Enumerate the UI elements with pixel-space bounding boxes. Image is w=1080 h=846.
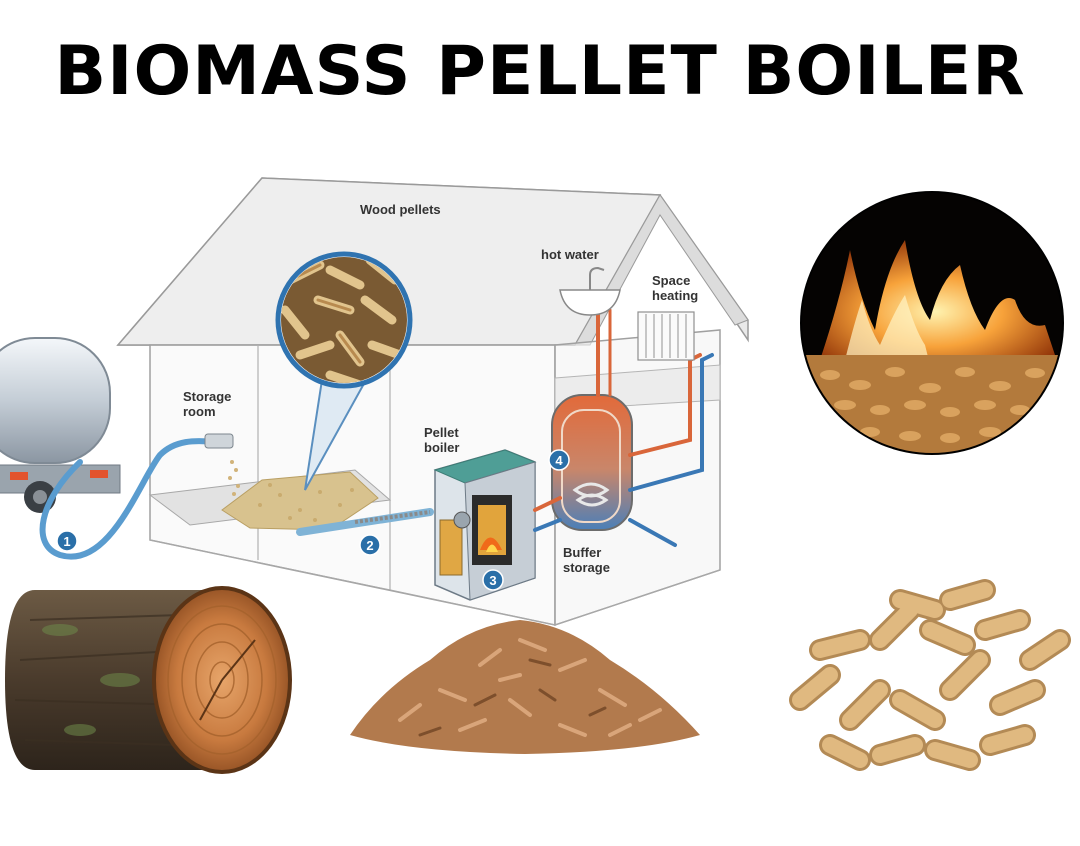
label-space-heating-line2: heating [652,288,698,303]
wood-pellets-closeup [275,251,413,491]
delivery-hose [39,438,218,560]
radiator [637,311,695,361]
label-pellet-boiler-line2: boiler [424,440,459,455]
label-hot-water: hot water [541,247,599,262]
sink [559,266,621,316]
step-marker-3: 3 [482,569,504,591]
wood-log-photo [5,586,292,774]
wood-chips-photo [350,620,700,754]
label-buffer-storage-line2: storage [563,560,610,575]
pellet-boiler-unit [433,449,537,601]
label-buffer-storage-line1: Buffer [563,545,601,560]
label-wood-pellets: Wood pellets [360,202,441,217]
step-marker-4: 4 [548,449,570,471]
pellet-pile [221,471,379,531]
label-storage-room-line2: room [183,404,216,419]
step-marker-2: 2 [359,534,381,556]
label-storage-room-line1: Storage [183,389,231,404]
svg-text:4: 4 [555,453,563,468]
svg-text:2: 2 [366,538,373,553]
page-title: BIOMASS PELLET BOILER [54,32,1026,111]
burning-pellets-photo [800,191,1064,455]
step-marker-1: 1 [56,530,78,552]
svg-text:1: 1 [63,534,70,549]
svg-text:3: 3 [489,573,496,588]
label-space-heating-line1: Space [652,273,690,288]
wood-pellets-photo [789,579,1071,771]
label-pellet-boiler-line1: Pellet [424,425,459,440]
